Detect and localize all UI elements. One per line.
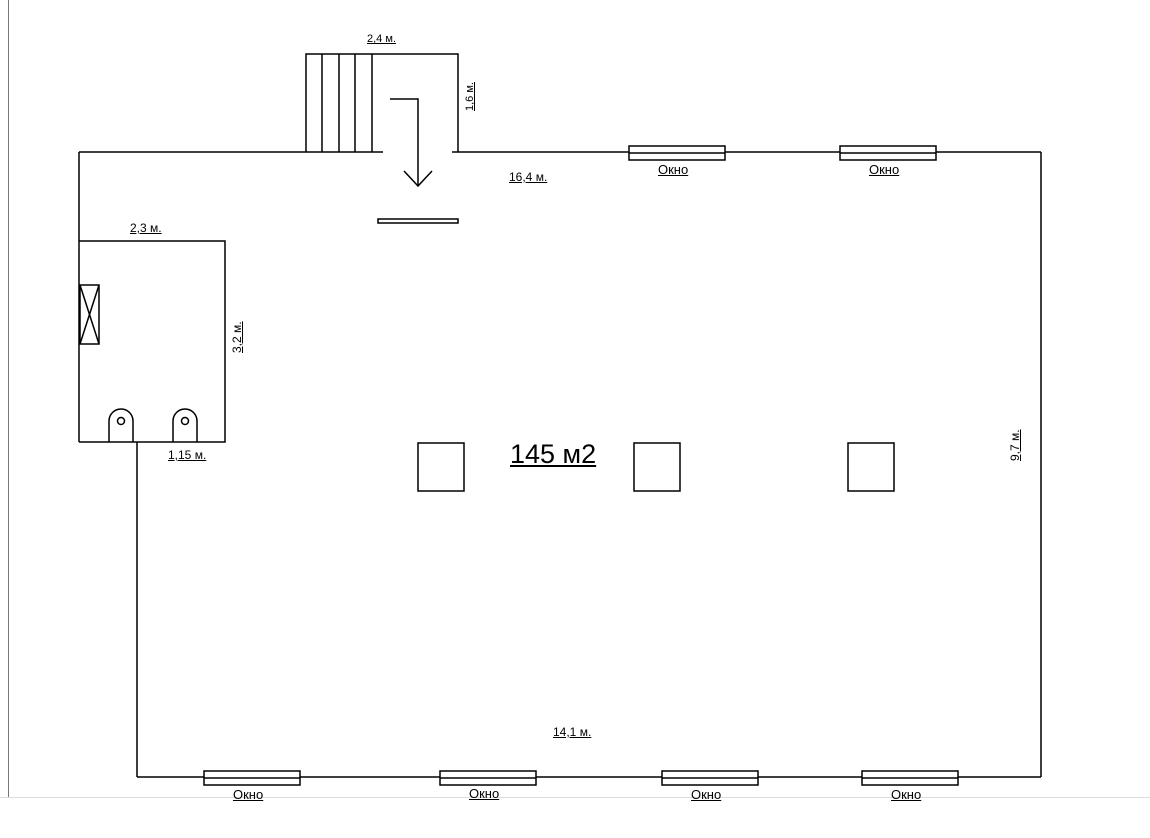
window-label-top-2: Окно xyxy=(869,162,900,177)
page-edge xyxy=(8,0,9,798)
dim-top-wall: 16,4 м. xyxy=(509,170,548,184)
dim-room-bottom: 1,15 м. xyxy=(168,448,207,462)
dim-bottom-wall: 14,1 м. xyxy=(553,725,592,739)
door-leaf xyxy=(377,218,459,224)
window-label-bottom-2: Окно xyxy=(469,786,500,801)
window-label-bottom-4: Окно xyxy=(891,787,922,802)
dim-room-height: 3,2 м. xyxy=(230,321,244,353)
small-room xyxy=(79,240,226,443)
dim-room-width: 2,3 м. xyxy=(130,221,162,235)
area-label: 145 м2 xyxy=(510,439,597,469)
column-1 xyxy=(417,442,465,492)
toilet-1 xyxy=(108,408,134,442)
page-bottom-edge xyxy=(0,797,1150,798)
entrance-arrowhead xyxy=(403,170,433,188)
window-label-bottom-1: Окно xyxy=(233,787,264,802)
stair-frame xyxy=(305,53,459,152)
window-label-top-1: Окно xyxy=(658,162,689,177)
entrance-arrow xyxy=(390,98,419,186)
vent-cross-2 xyxy=(79,284,100,345)
dim-right-wall: 9,7 м. xyxy=(1008,429,1022,461)
toilet-2-bowl xyxy=(180,416,190,426)
window-label-bottom-3: Окно xyxy=(691,787,722,802)
dim-stair-width: 2,4 м. xyxy=(367,33,396,45)
toilet-1-bowl xyxy=(116,416,126,426)
dim-stair-depth: 1,6 м. xyxy=(464,82,476,111)
column-2 xyxy=(633,442,681,492)
vent-box xyxy=(79,284,100,345)
column-3 xyxy=(847,442,895,492)
toilet-2 xyxy=(172,408,198,442)
